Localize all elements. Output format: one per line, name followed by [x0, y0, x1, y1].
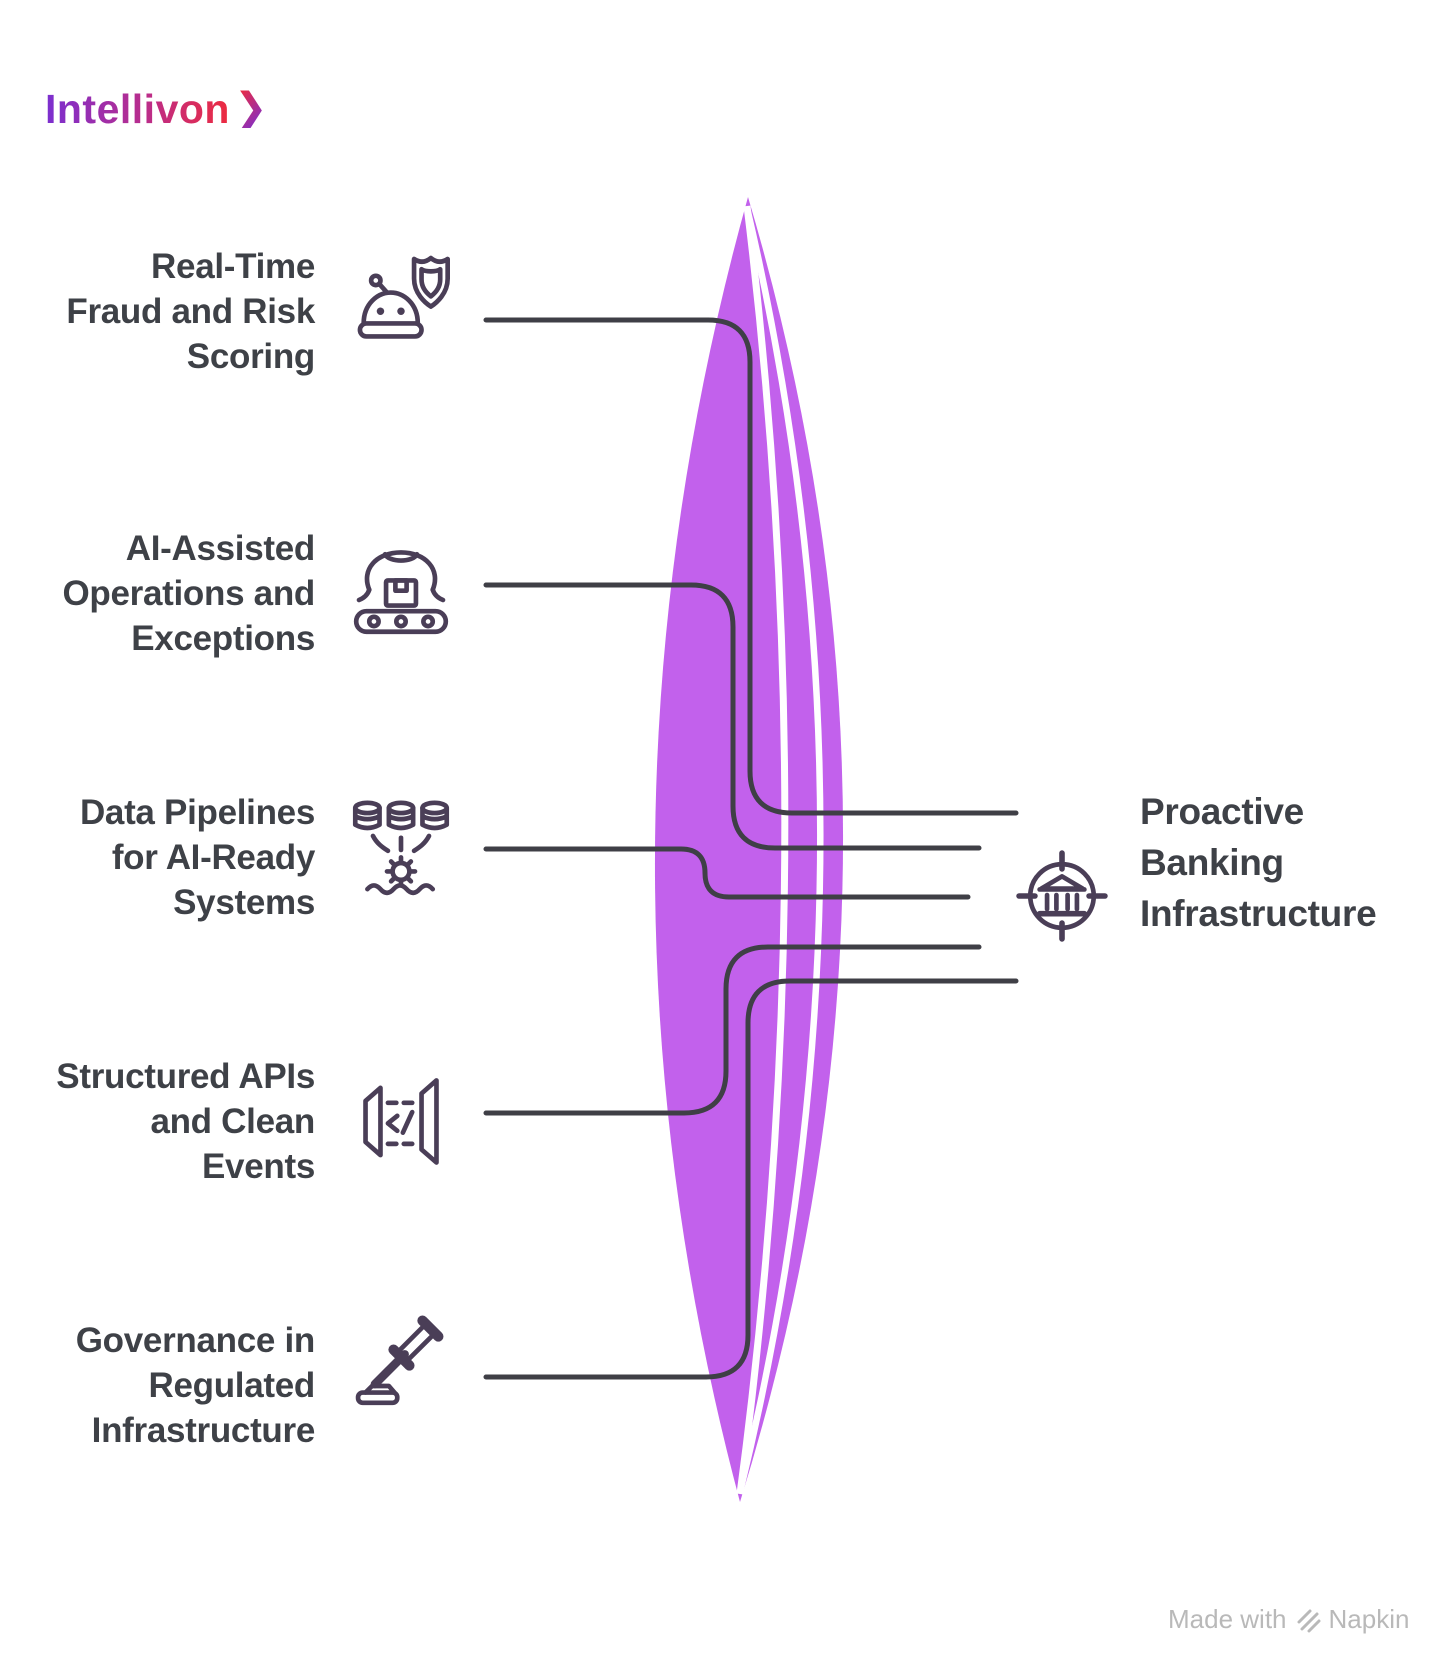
item-label-fraud-risk: Real-Time Fraud and Risk Scoring: [66, 247, 315, 376]
item-label-governance: Governance in Regulated Infrastructure: [75, 1321, 316, 1450]
gavel-icon: [355, 1315, 444, 1406]
connector-apis: [483, 944, 982, 1116]
logo-wordmark: Intellivon: [45, 86, 230, 132]
center-node-label: Proactive Banking Infrastructure: [1140, 791, 1377, 934]
item-label-pipelines: Data Pipelines for AI-Ready Systems: [79, 793, 315, 922]
napkin-brand-text: Napkin: [1328, 1604, 1410, 1634]
connector-fraud-risk: [483, 317, 1019, 816]
databases-gear-icon: [352, 800, 450, 896]
intellivon-logo: Intellivon ❯: [45, 86, 267, 133]
bank-target-icon: [1016, 850, 1108, 942]
connector-pipelines: [483, 846, 971, 900]
robotic-arm-conveyor-icon: [353, 550, 449, 635]
napkin-logo-icon: [1297, 1609, 1320, 1632]
code-brackets-icon: [363, 1078, 439, 1165]
made-with-napkin: Made with Napkin: [1168, 1604, 1409, 1635]
connector-governance: [483, 978, 1019, 1380]
logo-chevron-icon: ❯: [233, 85, 268, 130]
item-label-operations: AI-Assisted Operations and Exceptions: [62, 529, 315, 658]
item-label-apis: Structured APIs and Clean Events: [56, 1057, 315, 1186]
connector-operations: [483, 582, 982, 851]
robot-shield-icon: [357, 255, 450, 339]
made-with-text: Made with: [1168, 1604, 1287, 1634]
